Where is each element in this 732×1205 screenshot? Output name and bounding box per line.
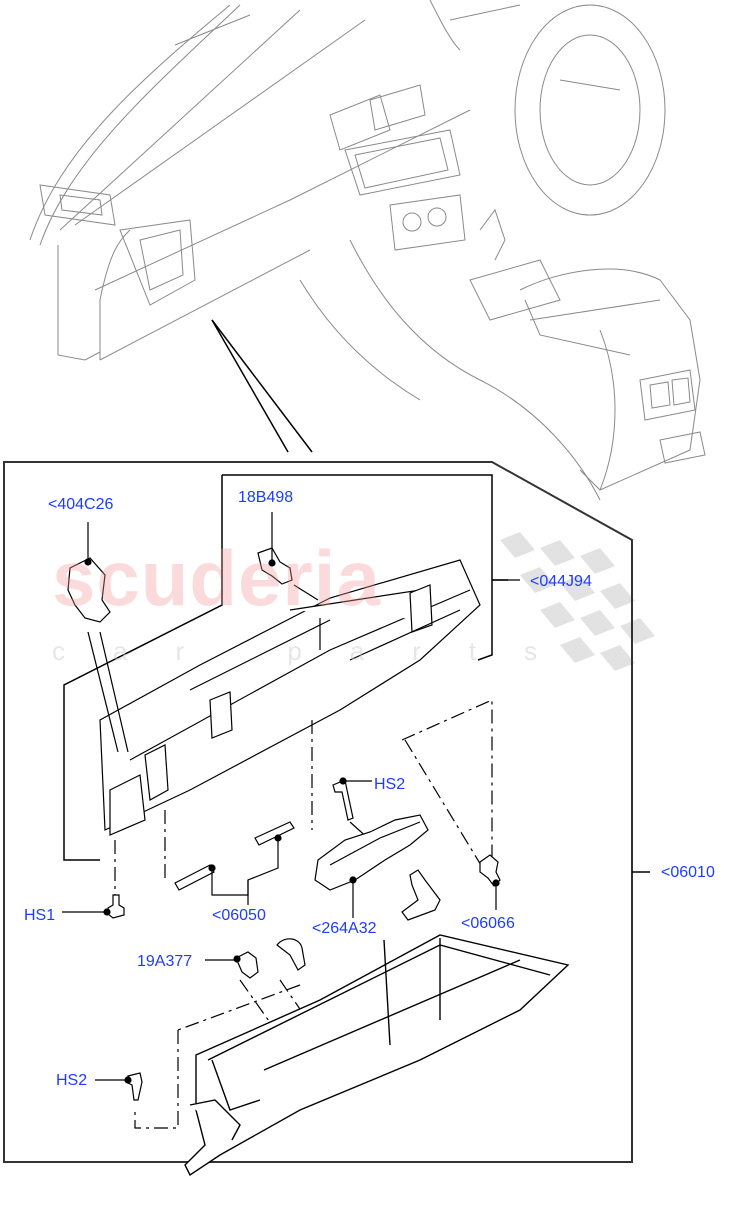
callout-06050[interactable]: <06050 <box>212 907 266 924</box>
detail-frame <box>3 461 633 1163</box>
callout-hs2-lower[interactable]: HS2 <box>56 1072 88 1089</box>
callout-19a377[interactable]: 19A377 <box>137 953 193 970</box>
part-06050-rods <box>174 821 295 905</box>
callout-404c26[interactable]: <404C26 <box>48 496 114 513</box>
part-06066-pin <box>479 854 501 910</box>
callout-06010[interactable]: <06010 <box>661 864 715 881</box>
callout-18b498[interactable]: 18B498 <box>238 489 294 506</box>
watermark-logo-text: scuderia <box>52 534 381 622</box>
callout-06066[interactable]: <06066 <box>461 915 515 932</box>
zoom-leader-lines <box>211 319 313 453</box>
part-19a377-stop <box>205 938 306 979</box>
part-404c26-latch <box>67 522 129 753</box>
callout-hs1[interactable]: HS1 <box>24 907 56 924</box>
callout-hs2-upper[interactable]: HS2 <box>374 776 406 793</box>
glove-box-bin <box>184 934 570 1177</box>
checkered-flag-watermark <box>500 532 655 671</box>
callout-264a32[interactable]: <264A32 <box>312 920 377 937</box>
watermark-sub-text: car parts <box>52 636 586 666</box>
glove-box-housing <box>99 559 481 836</box>
part-hs2-screw-upper <box>332 777 372 841</box>
part-264a32-actuator <box>314 814 429 918</box>
dashboard-illustration <box>29 0 706 501</box>
part-hs2-screw-lower <box>95 1072 143 1101</box>
part-hs1-screw <box>62 894 125 919</box>
part-18b498-switch <box>257 512 319 601</box>
part-hinge-bracket <box>401 869 441 921</box>
callout-044j94[interactable]: <044J94 <box>530 573 592 590</box>
